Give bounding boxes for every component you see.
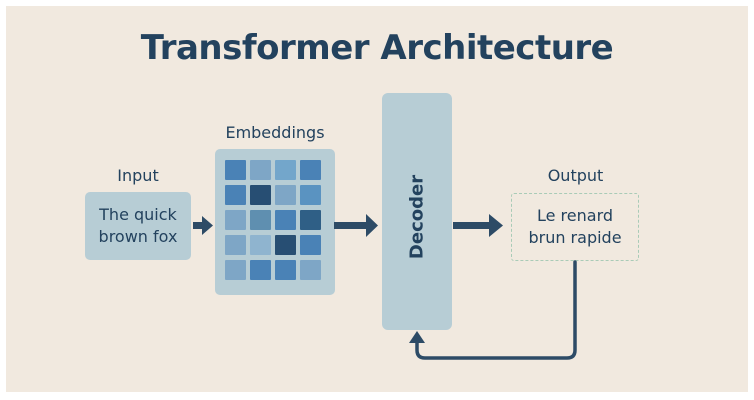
arrow-head-feedback xyxy=(409,331,425,343)
output-label: Output xyxy=(547,166,604,185)
embedding-cell xyxy=(300,185,321,205)
embedding-cell xyxy=(250,235,271,255)
embedding-cell xyxy=(250,210,271,230)
diagram-canvas: Transformer Architecture Input The quick… xyxy=(6,6,748,392)
embedding-cell xyxy=(250,185,271,205)
embedding-cell xyxy=(225,210,246,230)
embedding-cell xyxy=(225,260,246,280)
arrow-embeddings-to-decoder xyxy=(334,222,368,229)
arrow-input-to-embeddings xyxy=(193,222,205,229)
decoder-block: Decoder xyxy=(382,93,452,330)
embedding-cell xyxy=(275,160,296,180)
embedding-cell xyxy=(275,210,296,230)
embedding-cell xyxy=(300,235,321,255)
diagram-title: Transformer Architecture xyxy=(140,28,614,68)
input-label: Input xyxy=(117,166,159,185)
arrow-head-embeddings-to-decoder xyxy=(366,214,378,237)
embedding-cell xyxy=(300,160,321,180)
embedding-cell xyxy=(225,160,246,180)
embedding-cell xyxy=(225,185,246,205)
feedback-loop-arrow xyxy=(415,260,577,360)
embeddings-matrix xyxy=(215,149,335,295)
embedding-cell xyxy=(250,160,271,180)
embedding-cell xyxy=(300,260,321,280)
output-text: Le renard brun rapide xyxy=(528,206,622,247)
embedding-cell xyxy=(275,260,296,280)
embedding-cell xyxy=(275,185,296,205)
embeddings-label: Embeddings xyxy=(225,123,325,142)
arrow-decoder-to-output xyxy=(453,222,491,229)
embedding-cell xyxy=(300,210,321,230)
output-box: Le renard brun rapide xyxy=(511,193,639,261)
embedding-cell xyxy=(225,235,246,255)
input-text: The quick brown fox xyxy=(98,205,178,246)
arrow-head-input-to-embeddings xyxy=(202,216,213,235)
embedding-cell xyxy=(275,235,296,255)
embedding-cell xyxy=(250,260,271,280)
embeddings-grid xyxy=(225,160,321,280)
connector-arrows xyxy=(193,214,577,360)
input-box: The quick brown fox xyxy=(85,192,191,260)
arrow-head-decoder-to-output xyxy=(489,214,503,237)
